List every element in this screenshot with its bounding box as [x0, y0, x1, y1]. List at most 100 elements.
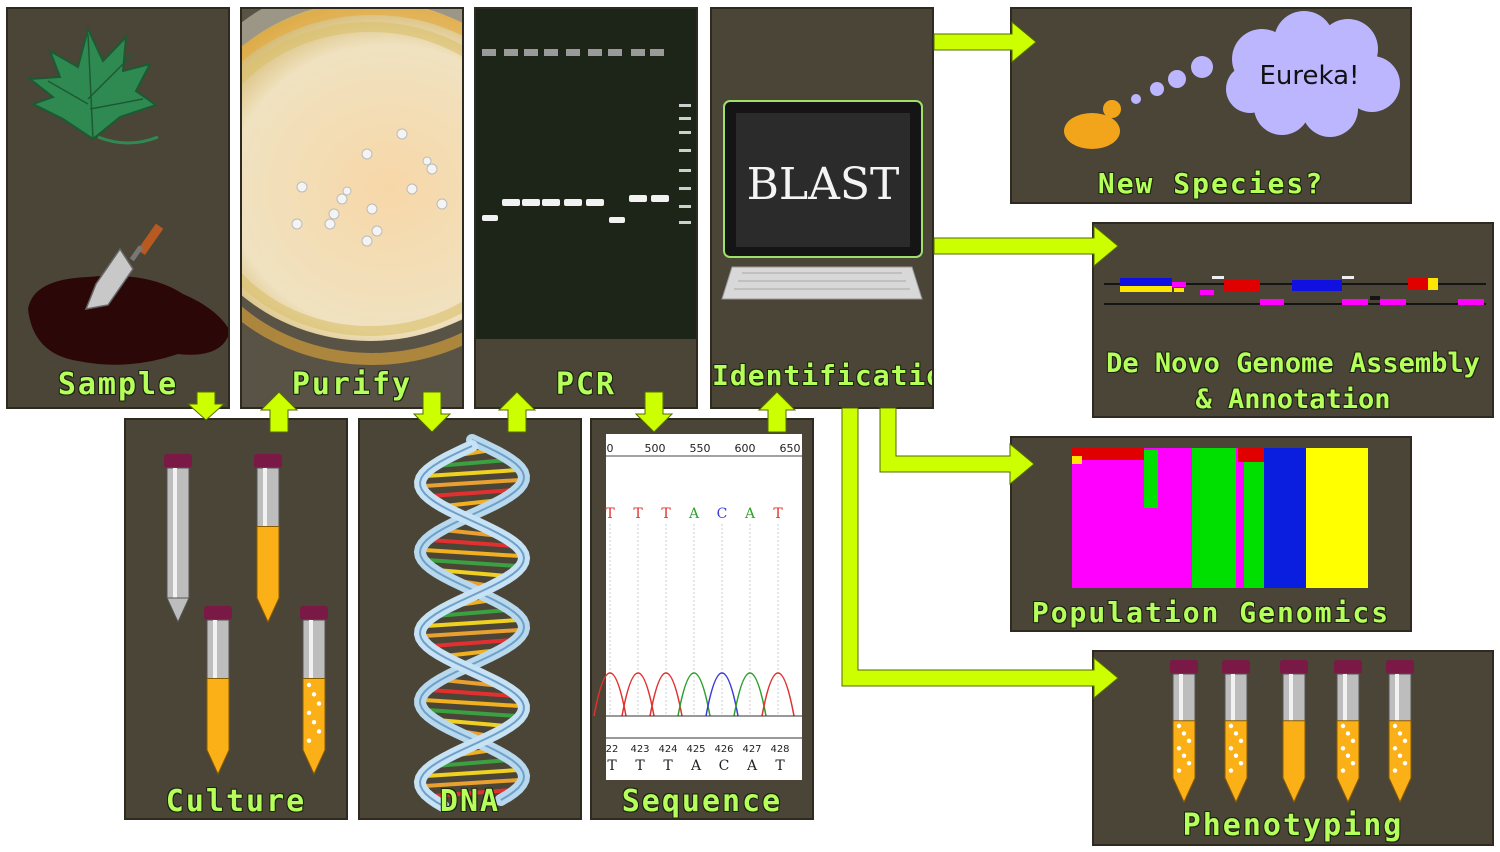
trace-peak [733, 672, 767, 717]
soil-icon [28, 275, 228, 365]
sample-panel: Sample [6, 7, 230, 409]
arrow-sample-to-culture [186, 391, 226, 421]
base-call: T [605, 506, 615, 522]
identification-panel: BLAST Identification [710, 7, 934, 409]
trace-peak [705, 672, 739, 717]
base-pair-icon [424, 708, 520, 718]
culture-tube-bubbles-icon [300, 606, 328, 776]
base-call: C [719, 758, 730, 774]
position-label: 426 [714, 744, 733, 755]
gel-illustration [476, 9, 696, 339]
base-call: T [607, 758, 617, 774]
trace-peak [677, 672, 711, 717]
genome-assembly-label-line2: & Annotation [1195, 384, 1391, 415]
base-pair-icon [422, 478, 522, 488]
base-call: T [661, 506, 671, 522]
new-species-panel: Eureka! New Species? [1010, 7, 1412, 204]
base-call: T [775, 758, 785, 774]
phenotype-tube-icon [1386, 660, 1414, 804]
phenotype-tube-icon [1334, 660, 1362, 804]
base-pair-icon [423, 768, 521, 778]
gel-bands-icon [482, 195, 669, 223]
thought-bubble-illustration [1064, 11, 1400, 149]
base-call: A [690, 758, 702, 774]
position-label: 424 [658, 744, 677, 755]
tick-label: 550 [690, 442, 711, 455]
thought-cloud-icon [1226, 11, 1400, 137]
laptop-icon [721, 100, 923, 300]
purify-label: Purify [291, 367, 413, 402]
trace-peak [621, 672, 655, 717]
position-label: 425 [686, 744, 705, 755]
base-pair-icon [428, 488, 516, 498]
base-pair-icon [428, 638, 516, 648]
base-call: A [744, 506, 756, 522]
base-pair-icon [422, 548, 522, 558]
phenotype-tube-icon [1170, 660, 1198, 804]
arrow-to-population-genomics [879, 407, 1035, 486]
base-call: C [717, 506, 728, 522]
colonies-icon [291, 128, 448, 247]
eureka-text: Eureka! [1259, 61, 1360, 91]
base-pair-icon [434, 458, 510, 468]
population-genomics-label: Population Genomics [1031, 596, 1391, 629]
sequence-label: Sequence [621, 784, 783, 819]
base-pair-icon [435, 718, 509, 728]
base-pair-icon [424, 558, 520, 568]
trace-peak [649, 672, 683, 717]
sample-label: Sample [57, 367, 179, 402]
position-label: 423 [630, 744, 649, 755]
arrow-purify-to-dna [412, 391, 452, 433]
base-pair-icon [422, 628, 522, 638]
genome-tracks-illustration [1104, 276, 1486, 305]
petri-dish-illustration [242, 9, 462, 407]
arrow-sequence-to-identification [757, 391, 797, 433]
genome-assembly-label-line1: De Novo Genome Assembly [1106, 348, 1480, 379]
structure-plot-illustration [1072, 448, 1368, 588]
position-label: 428 [770, 744, 789, 755]
dna-label: DNA [439, 784, 501, 819]
base-pair-icon [429, 788, 515, 798]
arrow-dna-to-pcr [497, 391, 537, 433]
culture-tubes-illustration [164, 454, 328, 776]
culture-label: Culture [165, 784, 307, 819]
arrow-to-genome-assembly [933, 224, 1119, 268]
ladder-icon [679, 104, 691, 224]
genome-assembly-panel: De Novo Genome Assembly & Annotation [1092, 222, 1494, 418]
culture-panel: Culture [124, 418, 348, 820]
phenotype-tube-icon [1222, 660, 1250, 804]
phenotyping-panel: Phenotyping [1092, 650, 1494, 846]
dna-panel: DNA [358, 418, 582, 820]
culture-tube-icon [254, 454, 282, 624]
base-pair-icon [433, 758, 511, 768]
identification-label: Identification [712, 359, 932, 392]
arrow-pcr-to-sequence [634, 391, 674, 433]
base-call: T [663, 758, 673, 774]
gene-features-icon [1120, 276, 1484, 305]
arrow-culture-to-purify [259, 391, 299, 433]
new-species-label: New Species? [1097, 167, 1325, 200]
gel-wells-icon [482, 49, 664, 56]
tick-label: 650 [780, 442, 801, 455]
base-call: A [746, 758, 758, 774]
phenotyping-tubes-illustration [1170, 660, 1414, 804]
trowel-icon [84, 223, 164, 310]
pcr-panel: PCR [474, 7, 698, 409]
pcr-label: PCR [555, 367, 617, 402]
population-genomics-panel: Population Genomics [1010, 436, 1412, 632]
base-pair-icon [422, 698, 522, 708]
laptop-illustration [721, 100, 923, 300]
phenotype-tube-icon [1280, 660, 1308, 804]
tick-label: 600 [735, 442, 756, 455]
base-pair-icon [422, 778, 522, 788]
phenotyping-label: Phenotyping [1182, 808, 1404, 843]
trace-peak [761, 672, 795, 717]
base-pair-icon [424, 468, 520, 478]
dna-double-helix-icon [413, 434, 531, 812]
sample-illustration [27, 26, 228, 365]
tick-label: 0 [607, 442, 614, 455]
empty-tube-icon [164, 454, 192, 624]
base-call: T [773, 506, 783, 522]
